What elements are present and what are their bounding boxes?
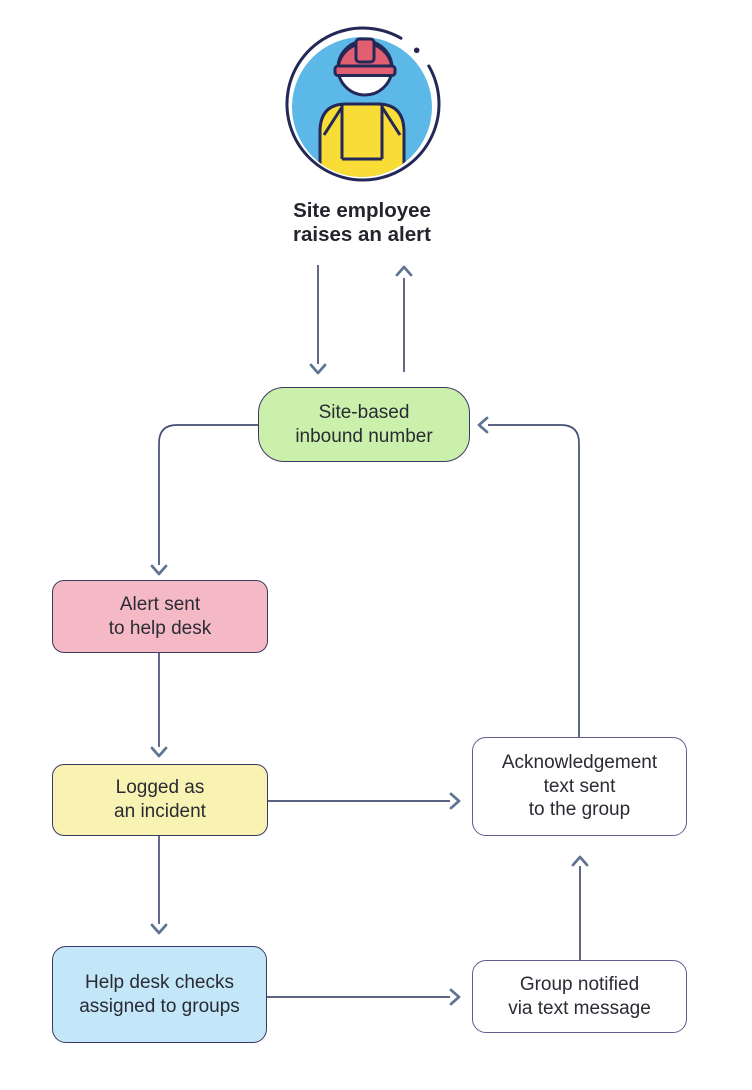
icon-hardhat-knob xyxy=(354,37,376,64)
node-helpdesk-checks-groups: Help desk checks assigned to groups xyxy=(52,946,267,1043)
node-acknowledgement-text-sent: Acknowledgement text sent to the group xyxy=(472,737,687,836)
connector-inbound-to-alert xyxy=(158,424,258,565)
icon-ring-dot xyxy=(413,47,420,54)
node-site-based-inbound-number: Site-based inbound number xyxy=(258,387,470,462)
arrowhead-down-icon xyxy=(309,363,327,375)
arrowhead-right-icon xyxy=(449,988,461,1006)
arrowhead-left-icon xyxy=(477,416,489,434)
arrowhead-up-icon xyxy=(571,855,589,867)
node-alert-sent-to-help-desk: Alert sent to help desk xyxy=(52,580,268,653)
arrowhead-right-icon xyxy=(449,792,461,810)
icon-overall-bib xyxy=(322,105,402,161)
arrowhead-down-icon xyxy=(150,564,168,576)
arrowhead-down-icon xyxy=(150,746,168,758)
icon-hardhat-band xyxy=(333,64,397,77)
actor-caption: Site employee raises an alert xyxy=(293,199,431,246)
actor xyxy=(278,18,446,199)
node-logged-as-incident: Logged as an incident xyxy=(52,764,268,836)
connector-ack-to-inbound xyxy=(488,424,580,737)
construction-worker-icon xyxy=(285,26,441,182)
node-group-notified-via-text: Group notified via text message xyxy=(472,960,687,1033)
arrowhead-up-icon xyxy=(395,265,413,277)
arrowhead-down-icon xyxy=(150,923,168,935)
icon-outer-ring xyxy=(285,26,441,182)
